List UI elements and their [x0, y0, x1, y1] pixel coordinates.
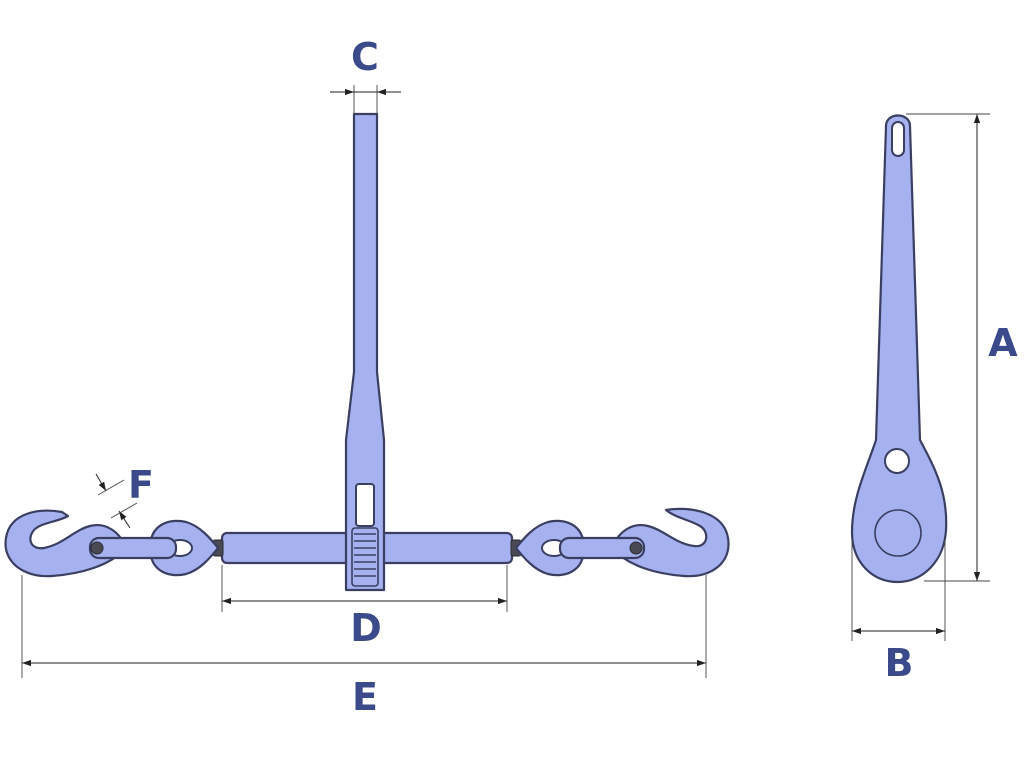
side-pivot-hole [884, 448, 910, 474]
label-f: F [128, 463, 154, 507]
side-handle [850, 114, 948, 584]
dimension-a [906, 113, 990, 582]
side-boss [874, 509, 922, 557]
label-b: B [885, 641, 914, 685]
ratchet-teeth [354, 533, 376, 577]
left-shank [88, 536, 178, 560]
ratchet-window [355, 483, 375, 527]
right-shank-pin [629, 541, 643, 555]
handle-lever [344, 112, 386, 592]
ratchet-gear [351, 527, 379, 587]
label-d: D [350, 606, 382, 650]
left-hook [4, 509, 128, 578]
dimension-e [21, 575, 707, 678]
dimension-b [851, 540, 946, 641]
label-c: C [351, 35, 379, 79]
side-view [850, 114, 948, 584]
left-shank-pin [90, 541, 104, 555]
front-view [4, 112, 730, 592]
side-top-slot [891, 121, 905, 157]
dimension-f [95, 473, 138, 529]
label-a: A [988, 321, 1018, 365]
right-shank [558, 536, 646, 560]
dimension-c [330, 85, 401, 114]
label-e: E [352, 675, 378, 719]
dimension-d [221, 565, 508, 612]
